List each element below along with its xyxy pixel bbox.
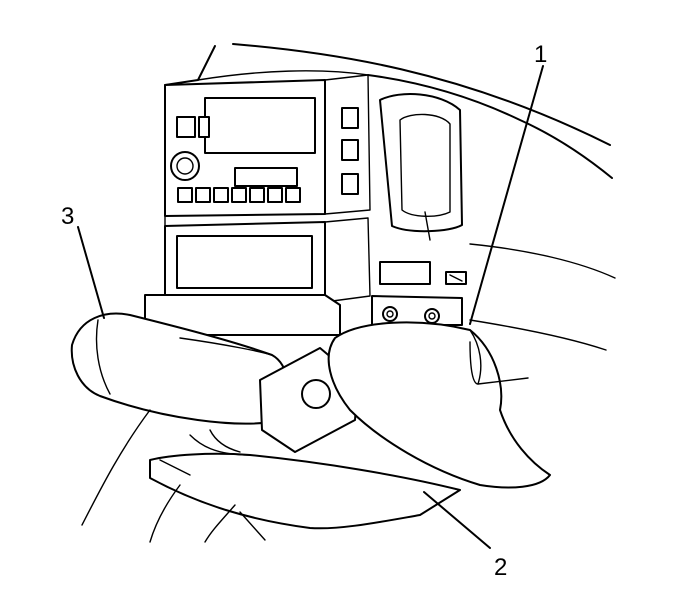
- callout-2: 2: [423, 491, 507, 581]
- callout-3-label: 3: [61, 203, 74, 230]
- vent-opening: [371, 93, 467, 326]
- callout-2-label: 2: [494, 554, 507, 581]
- callout-3: 3: [61, 203, 105, 319]
- column-shaft-lines: [81, 409, 266, 543]
- knee-bolster-panel: [327, 321, 551, 489]
- dash-outline: [164, 43, 616, 351]
- callout-1: 1: [469, 41, 547, 325]
- callout-1-label: 1: [534, 41, 547, 68]
- radio-assembly: [144, 74, 371, 336]
- steering-column-cover-lower: [149, 429, 461, 530]
